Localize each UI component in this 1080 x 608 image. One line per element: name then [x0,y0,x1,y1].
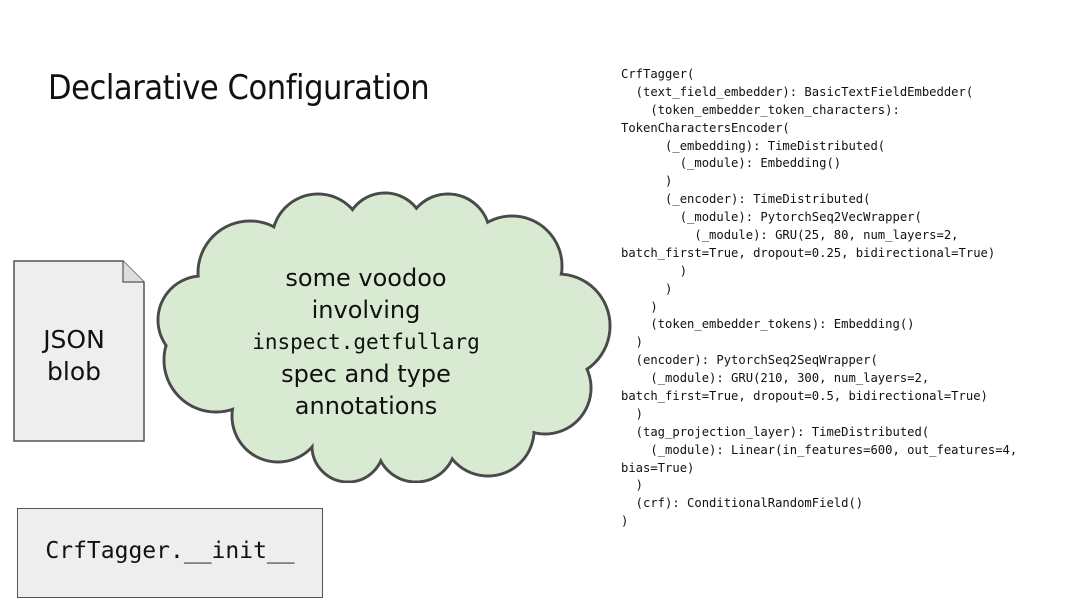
json-blob-document: JSON blob [13,260,145,442]
code-line: batch_first=True, dropout=0.5, bidirecti… [621,389,988,404]
code-line: (_module): Linear(in_features=600, out_f… [621,442,1018,457]
slide-title: Declarative Configuration [48,68,430,108]
code-line: (_module): PytorchSeq2VecWrapper( [621,210,922,225]
json-blob-line: JSON [43,325,105,354]
code-line: (encoder): PytorchSeq2SeqWrapper( [621,353,878,368]
code-line: ) [621,281,673,296]
document-shape-icon [13,260,145,442]
code-line: (tag_projection_layer): TimeDistributed( [621,424,930,439]
code-line: (_module): GRU(210, 300, num_layers=2, [621,371,930,386]
code-line: (_module): Embedding() [621,156,842,171]
code-line: ) [621,335,644,350]
cloud-line: involving [311,296,421,324]
json-blob-line: blob [47,357,101,386]
code-line: CrfTagger( [621,67,695,81]
code-line: ) [621,406,644,421]
code-line: ) [621,263,688,278]
code-line: (_encoder): TimeDistributed( [621,192,871,207]
code-line: (_embedding): TimeDistributed( [621,138,886,153]
code-line: (token_embedder_token_characters): [621,102,900,117]
code-line: (_module): GRU(25, 80, num_layers=2, [621,228,959,243]
code-line: (crf): ConditionalRandomField() [621,496,864,511]
code-line: (text_field_embedder): BasicTextFieldEmb… [621,84,974,99]
code-line: ) [621,299,658,314]
init-box: CrfTagger.__init__ [17,508,323,598]
code-line: TokenCharactersEncoder( [621,120,790,135]
cloud-shape-icon [156,191,612,483]
init-label: CrfTagger.__init__ [45,538,295,564]
code-line: ) [621,514,629,529]
voodoo-cloud: some voodoo involving inspect.getfullarg… [150,188,620,483]
code-line: ) [621,478,644,493]
cloud-line: annotations [294,392,438,420]
cloud-line: some voodoo [285,264,447,292]
json-blob-label: JSON blob [13,324,135,388]
code-line: (token_embedder_tokens): Embedding() [621,317,915,332]
cloud-line-code: inspect.getfullarg [252,330,480,354]
cloud-line: spec and type [281,360,451,388]
code-line: batch_first=True, dropout=0.25, bidirect… [621,245,996,260]
code-line: ) [621,174,673,189]
cloud-text: some voodoo involving inspect.getfullarg… [220,262,512,422]
model-repr-code: CrfTagger( (text_field_embedder): BasicT… [621,66,1017,531]
code-line: bias=True) [621,460,695,475]
